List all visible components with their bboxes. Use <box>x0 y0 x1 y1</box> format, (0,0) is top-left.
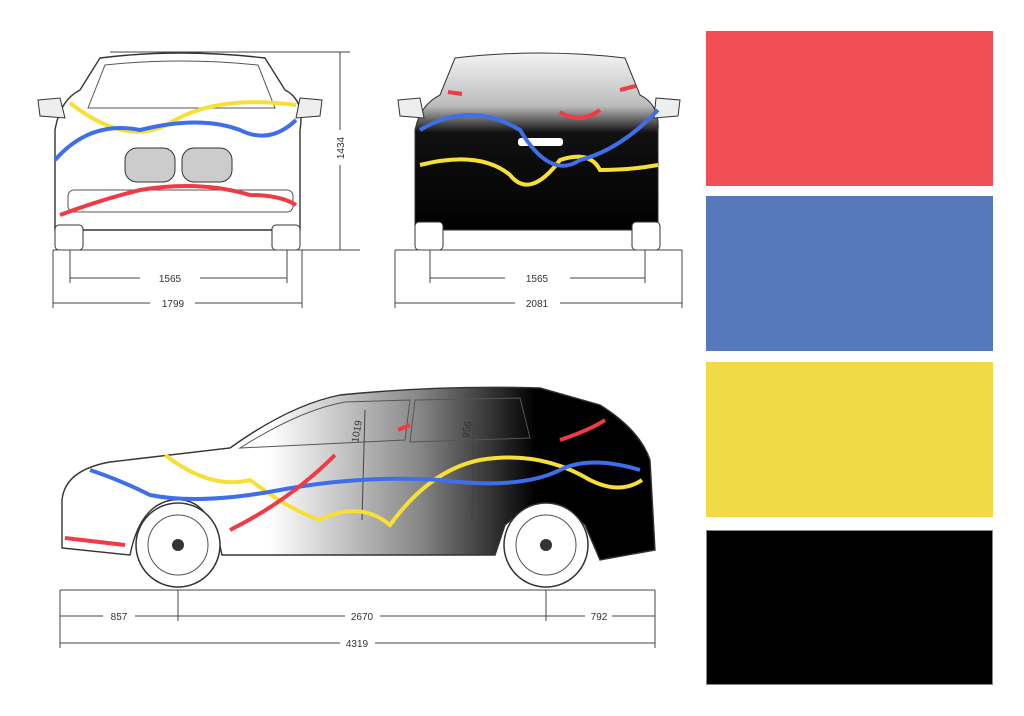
front-track-width-label: 1565 <box>159 274 182 285</box>
yellow-color-swatch <box>706 362 993 517</box>
front-dimensions: 1565 1799 1434 <box>52 51 360 310</box>
rear-track-width-label: 1565 <box>526 274 549 285</box>
front-overall-width-label: 1799 <box>162 299 185 310</box>
rear-headroom-label: 956 <box>461 420 475 439</box>
rear-overhang-label: 792 <box>591 612 608 623</box>
rear-dimensions: 1565 2081 <box>394 249 683 310</box>
height-label: 1434 <box>336 136 347 159</box>
front-overhang-label: 857 <box>111 612 128 623</box>
length-label: 4319 <box>346 639 369 650</box>
side-dimensions: 857 2670 792 4319 <box>59 589 656 650</box>
rear-view <box>397 52 681 251</box>
front-view <box>37 52 323 251</box>
blue-color-swatch <box>706 196 993 351</box>
side-view: 1019 956 <box>61 386 656 588</box>
rear-overall-width-label: 2081 <box>526 299 549 310</box>
black-color-swatch <box>706 530 993 685</box>
front-headroom-label: 1019 <box>350 419 365 443</box>
wheelbase-label: 2670 <box>351 612 374 623</box>
red-color-swatch <box>706 31 993 186</box>
